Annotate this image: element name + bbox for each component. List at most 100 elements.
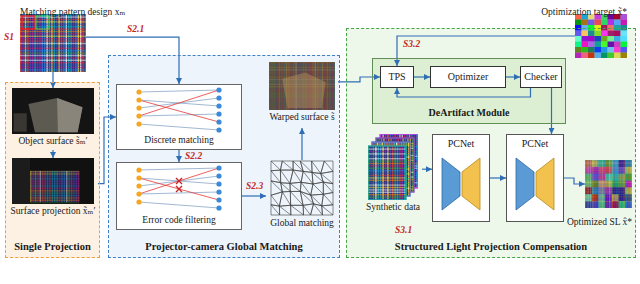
figure-picture: [290, 191, 303, 205]
node-text: Optimized SL x̂*: [567, 217, 632, 227]
figure-picture: [601, 42, 608, 48]
figure-picture: [136, 165, 221, 210]
figure-picture: [271, 161, 333, 215]
figure-picture: [585, 160, 632, 161]
figure-picture: [575, 14, 627, 58]
figure-picture: [12, 158, 94, 204]
figure-picture: [608, 31, 615, 37]
figure-picture: [136, 89, 141, 94]
figure-picture: [30, 188, 79, 189]
figure-picture: [216, 103, 221, 108]
figure-picture: [279, 191, 290, 206]
figure-picture: [117, 85, 241, 135]
figure-picture: [30, 178, 79, 179]
figure-picture: [269, 62, 335, 110]
process-box: Optimizer: [430, 66, 506, 88]
figure-picture: [30, 180, 79, 181]
figure-picture: [30, 171, 79, 172]
figure-picture: [585, 174, 632, 175]
module-heading: DeArtifact Module: [373, 102, 565, 120]
figure-picture: [12, 158, 30, 204]
figure-picture: [269, 62, 335, 110]
figure-picture: [588, 36, 595, 42]
figure-picture: [20, 52, 86, 53]
figure-picture: [621, 31, 628, 37]
figure-picture: [216, 119, 221, 124]
figure-picture: [216, 197, 221, 202]
figure-picture: [585, 160, 632, 208]
figure-picture: [136, 175, 141, 180]
figure-picture: [368, 184, 406, 185]
figure-picture: [216, 165, 221, 170]
figure-picture: [290, 182, 301, 191]
figure-picture: [368, 165, 406, 166]
figure-picture: [30, 190, 79, 191]
figure-picture: [176, 178, 182, 184]
figure-picture: [368, 182, 406, 183]
figure-picture: [20, 19, 86, 20]
figure-picture: [281, 183, 291, 192]
figure-picture: [614, 42, 621, 48]
figure-picture: [20, 26, 86, 27]
figure-picture: [30, 173, 79, 174]
photo-figure: Surface projection x̃ₘ′: [8, 158, 98, 222]
figure-picture: [323, 182, 333, 194]
figure-picture: [585, 179, 632, 180]
figure-picture: [442, 158, 460, 210]
figure-picture: [368, 196, 406, 197]
figure-picture: [20, 14, 86, 72]
dataset-figure: Synthetic data: [364, 134, 422, 222]
figure-picture: [595, 42, 602, 48]
figure-picture: [368, 156, 406, 157]
figure-picture: [311, 204, 323, 215]
figure-picture: [368, 148, 406, 149]
figure-picture: [601, 47, 608, 53]
photo-figure: Object surface s̃ₘ′: [8, 88, 98, 150]
figure-picture: [139, 90, 219, 92]
figure-picture: [20, 48, 86, 49]
figure-picture: [291, 205, 304, 215]
figure-picture: [30, 197, 79, 198]
figure-picture: [368, 177, 406, 178]
figure-picture: [368, 175, 406, 176]
figure-picture: [20, 14, 86, 72]
panel-heading: Single Projection: [6, 236, 99, 254]
node-text: Global matching: [270, 218, 334, 229]
figure-picture: [442, 158, 480, 210]
figure-picture: [608, 20, 615, 26]
panel-ground: [372, 58, 566, 124]
node-text: Object surface s̃ₘ′: [18, 136, 87, 147]
process-box: TPS: [380, 66, 414, 88]
flow-arrow: [414, 76, 430, 77]
figure-picture: [601, 53, 608, 59]
network-box: PCNet: [432, 134, 490, 222]
figure-picture: [30, 171, 79, 202]
figure-picture: [20, 24, 86, 25]
figure-picture: [269, 62, 335, 110]
panel-ground: [108, 55, 340, 258]
figure-picture: [588, 47, 595, 53]
figure-picture: [368, 146, 406, 200]
figure-picture: [368, 187, 406, 188]
figure-picture: [368, 194, 406, 195]
figure-picture: [575, 14, 627, 58]
flow-arrow: [52, 150, 53, 158]
figure-picture: [585, 160, 632, 208]
figure-picture: [30, 183, 79, 184]
figure-picture: [585, 184, 632, 185]
node-text: Single Projection: [14, 241, 91, 252]
figure-picture: [585, 186, 632, 187]
figure-picture: [588, 42, 595, 48]
figure-picture: [269, 67, 335, 68]
node-text: Structured Light Projection Compensation: [395, 241, 587, 252]
flow-arrow: [52, 72, 53, 88]
flow-arrow: [422, 169, 432, 170]
figure-picture: [139, 114, 219, 116]
figure-picture: [368, 170, 406, 171]
node-text: Checker: [524, 71, 557, 83]
figure-picture: [20, 14, 86, 72]
figure-picture: [601, 20, 608, 26]
figure-picture: [368, 189, 406, 190]
flow-arrow: [178, 150, 179, 162]
